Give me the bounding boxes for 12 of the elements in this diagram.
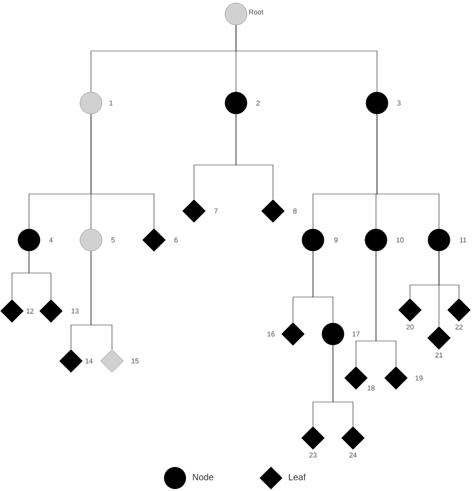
connector — [312, 250, 334, 324]
connector — [236, 114, 274, 200]
connector — [90, 250, 112, 350]
connector — [376, 250, 396, 367]
connector — [90, 114, 154, 229]
connector — [28, 250, 52, 300]
connector — [236, 24, 378, 92]
legend-label: Node — [192, 474, 214, 480]
connector — [332, 344, 354, 427]
legend-label: Leaf — [288, 474, 306, 480]
connector — [376, 114, 440, 230]
connector — [438, 250, 460, 299]
